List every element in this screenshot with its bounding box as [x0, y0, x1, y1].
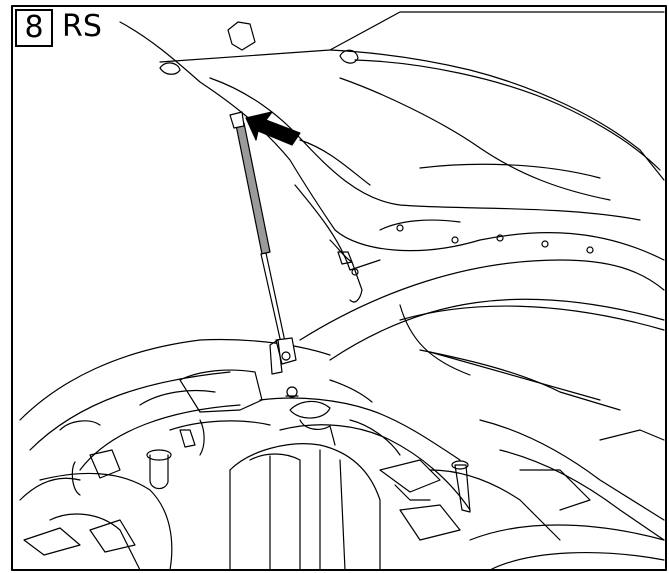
- engine: [19, 338, 665, 571]
- arrow-icon: [245, 111, 301, 146]
- step-number: 8: [15, 9, 53, 47]
- panel-border: [11, 5, 667, 571]
- windshield: [299, 259, 665, 411]
- hood-strut: [229, 111, 297, 375]
- side-label: RS: [62, 12, 105, 42]
- hood: [119, 11, 665, 303]
